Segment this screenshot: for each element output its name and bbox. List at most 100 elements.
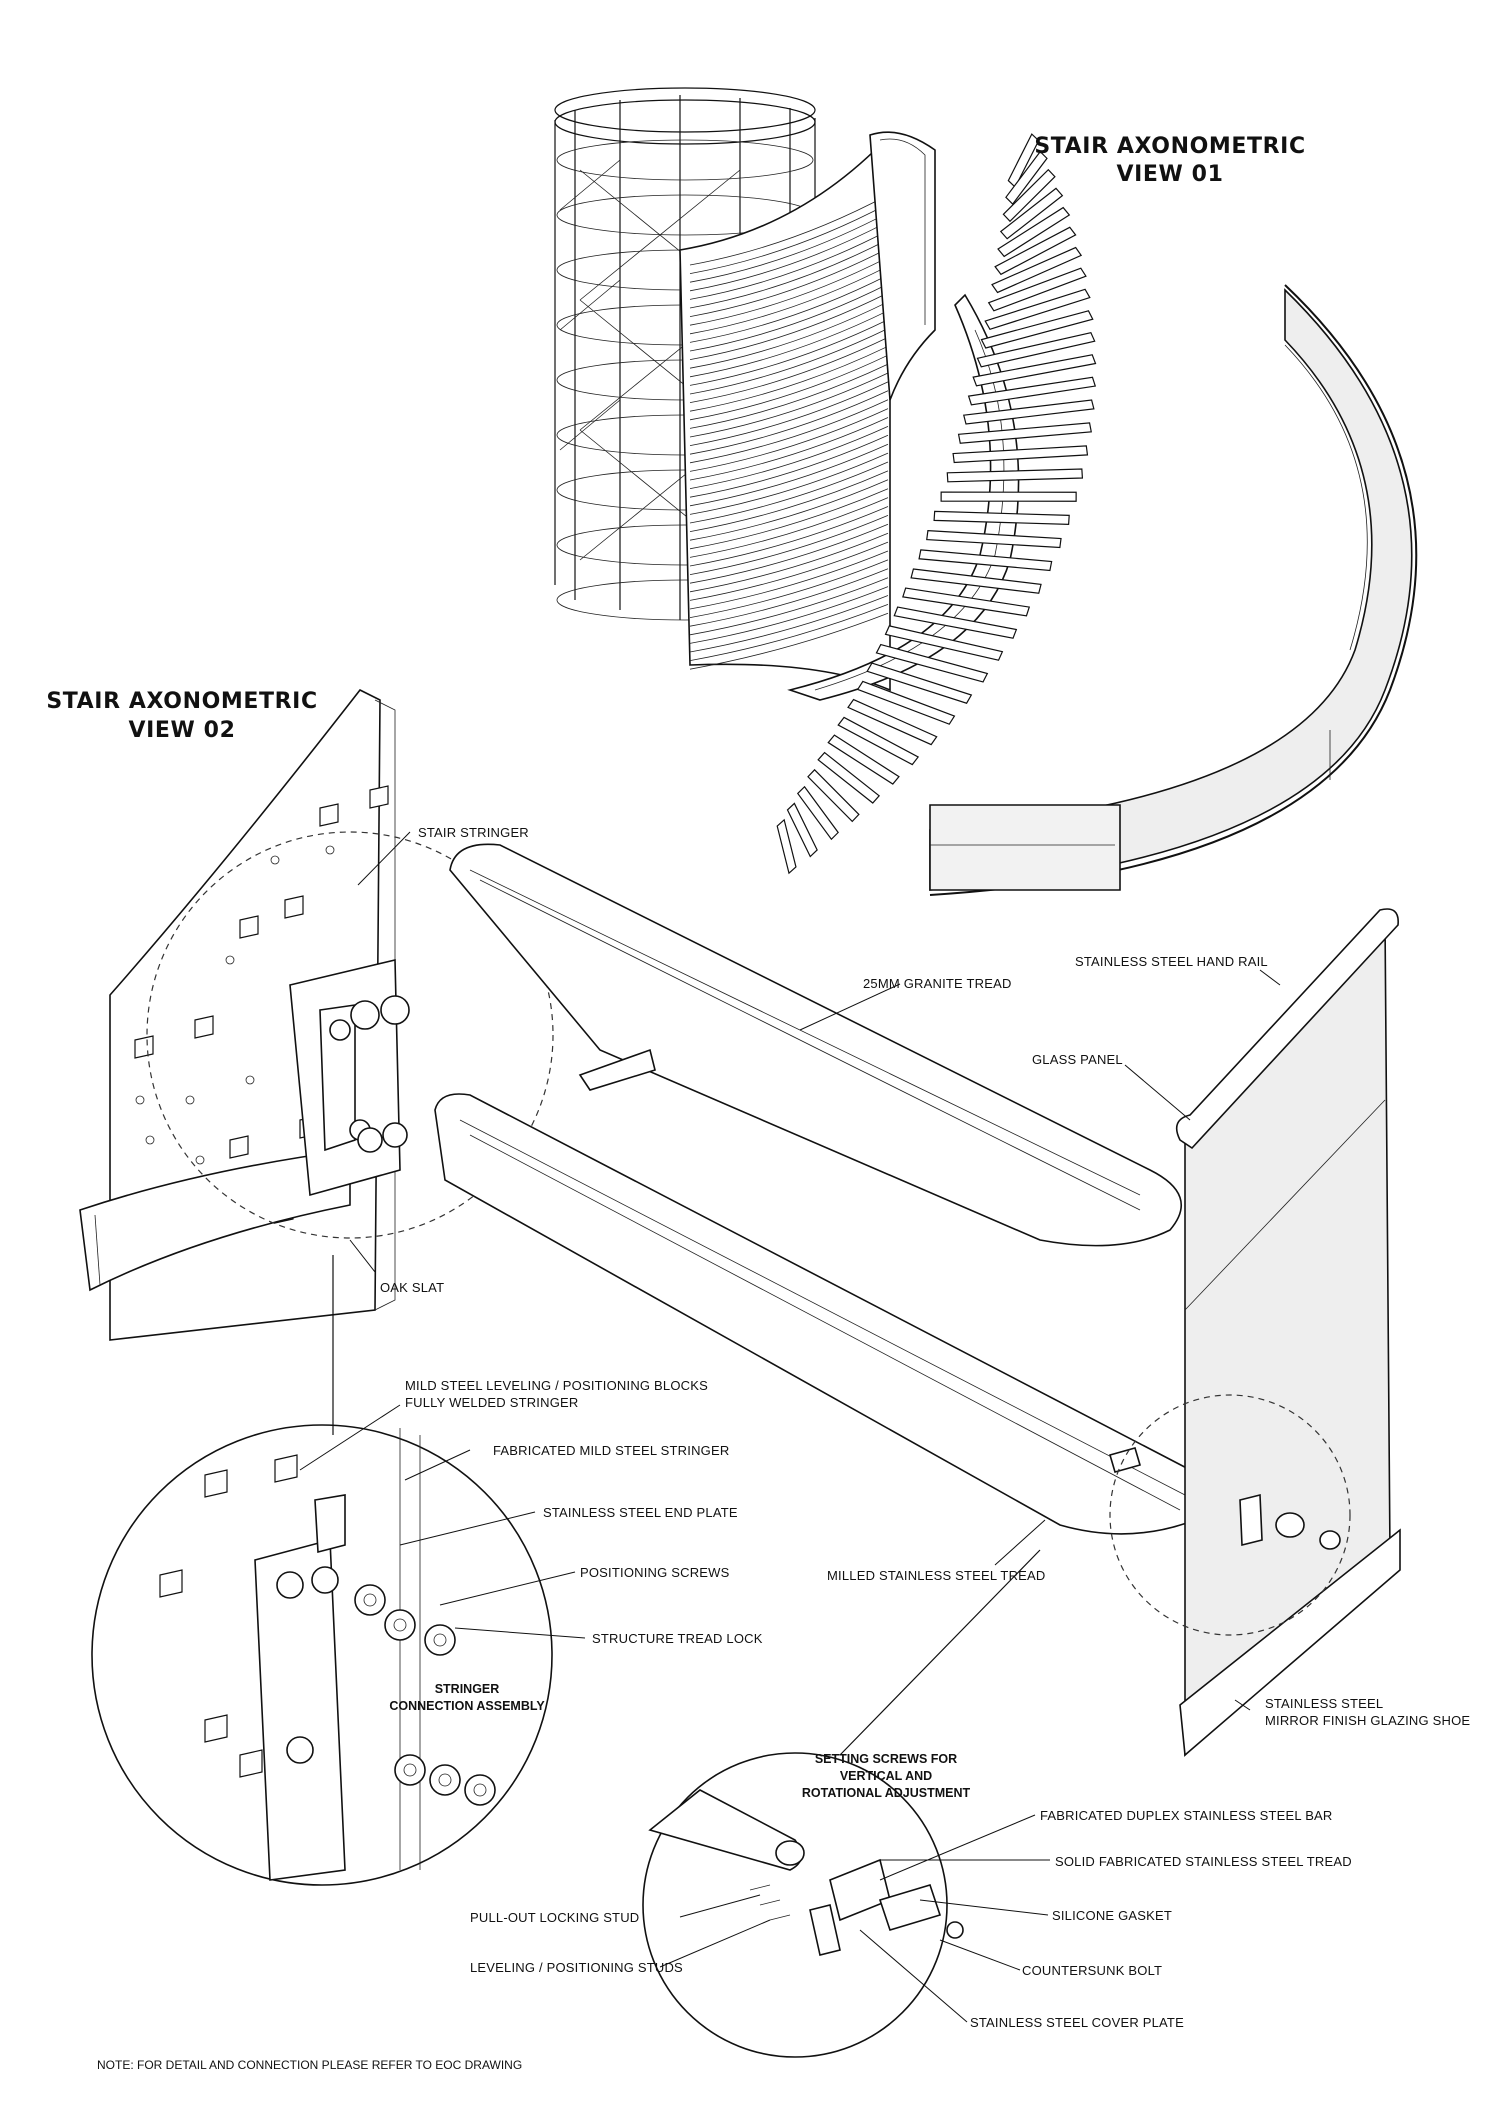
tread-segment xyxy=(994,226,1077,276)
label-stringer-assembly-line1: STRINGER xyxy=(435,1682,500,1696)
tread-segment xyxy=(786,802,818,858)
view01-title-line1: STAIR AXONOMETRIC xyxy=(1034,134,1305,159)
label-granite-tread: 25MM GRANITE TREAD xyxy=(863,976,1012,991)
tread-segment xyxy=(902,587,1031,617)
wall-course xyxy=(689,194,889,266)
wall-course xyxy=(689,256,889,326)
wall-course xyxy=(689,532,889,593)
wall-course xyxy=(689,550,889,610)
label-milled-tread: MILLED STAINLESS STEEL TREAD xyxy=(827,1568,1045,1583)
detail-callout-circle-glazing xyxy=(1109,1394,1351,1636)
wall-course xyxy=(689,541,889,601)
curved-inner-wall xyxy=(679,132,891,692)
bolt-core xyxy=(433,1633,447,1647)
wall-course xyxy=(689,345,889,412)
wall-course xyxy=(689,328,889,395)
bolt-hole xyxy=(135,1095,145,1105)
tread-segment xyxy=(910,568,1042,594)
detail-block xyxy=(239,1749,263,1778)
wall-course xyxy=(689,426,889,489)
glazing-shoe-fixing xyxy=(1239,1493,1341,1550)
detail-callout-circle-stringer xyxy=(146,831,554,1239)
stringer-end-plate xyxy=(289,958,410,1197)
label-solid-tread: SOLID FABRICATED STAINLESS STEEL TREAD xyxy=(1055,1854,1352,1869)
tread-segment xyxy=(972,354,1097,387)
wall-course xyxy=(689,274,889,343)
tread-segment xyxy=(866,662,973,704)
label-leveling-blocks-line1: MILD STEEL LEVELING / POSITIONING BLOCKS xyxy=(405,1378,708,1393)
tread-segment xyxy=(1005,150,1048,205)
tread-segment xyxy=(893,606,1018,639)
wall-course xyxy=(689,452,889,515)
wall-course xyxy=(689,523,889,584)
bolt-head xyxy=(424,1624,456,1656)
bolt-core xyxy=(473,1783,487,1797)
wall-course xyxy=(689,203,889,274)
label-stringer-assembly-line2: CONNECTION ASSEMBLY xyxy=(389,1699,545,1713)
tread-segment xyxy=(796,785,839,841)
label-hand-rail: STAINLESS STEEL HAND RAIL xyxy=(1075,954,1268,969)
bolt-core xyxy=(403,1763,417,1777)
leveling-block xyxy=(284,895,304,919)
detail-block xyxy=(274,1454,298,1483)
tread-segment xyxy=(933,510,1070,525)
tread-segment xyxy=(967,376,1097,406)
label-setting-screws-line3: ROTATIONAL ADJUSTMENT xyxy=(802,1786,971,1800)
wall-course xyxy=(689,434,889,498)
view02-title-line1: STAIR AXONOMETRIC xyxy=(46,689,317,714)
wall-course xyxy=(689,212,889,283)
tread-segment xyxy=(918,549,1053,572)
oak-slat xyxy=(79,1149,351,1292)
tread-segment xyxy=(952,445,1089,464)
tread-segment xyxy=(875,643,989,683)
wall-course xyxy=(689,239,889,309)
wall-course xyxy=(689,559,889,618)
wall-course xyxy=(689,595,889,653)
wall-course xyxy=(689,586,889,644)
leveling-block xyxy=(319,803,339,827)
tread-segment xyxy=(976,331,1096,368)
bolt-hole xyxy=(270,855,280,865)
wall-course xyxy=(689,488,889,550)
label-silicone-gasket: SILICONE GASKET xyxy=(1052,1908,1172,1923)
bolt-core xyxy=(393,1618,407,1632)
tread-segment xyxy=(856,680,956,725)
tread-segment xyxy=(940,491,1077,502)
label-positioning-screws: POSITIONING SCREWS xyxy=(580,1565,730,1580)
leveling-block xyxy=(369,785,389,809)
wall-course xyxy=(689,363,889,429)
label-pull-out-stud: PULL-OUT LOCKING STUD xyxy=(470,1910,639,1925)
wall-course xyxy=(689,443,889,507)
tread-segment xyxy=(962,399,1095,425)
label-countersunk-bolt: COUNTERSUNK BOLT xyxy=(1022,1963,1162,1978)
core-ring xyxy=(556,139,814,181)
glass-balustrade xyxy=(929,284,1418,896)
label-glazing-shoe-line2: MIRROR FINISH GLAZING SHOE xyxy=(1265,1713,1470,1728)
leveling-block xyxy=(134,1035,154,1059)
granite-tread xyxy=(449,843,1182,1247)
tread-segment xyxy=(987,267,1087,312)
wall-course xyxy=(689,568,889,627)
detail-block xyxy=(204,1469,228,1498)
view01-title-line2: VIEW 01 xyxy=(1117,162,1224,187)
wall-course xyxy=(689,381,889,446)
view02-title-line2: VIEW 02 xyxy=(129,718,236,743)
tread-segment xyxy=(847,698,938,746)
label-stair-stringer: STAIR STRINGER xyxy=(418,825,529,840)
stringer-connection-detail xyxy=(91,1424,553,1886)
bolt-head xyxy=(384,1609,416,1641)
label-duplex-bar: FABRICATED DUPLEX STAINLESS STEEL BAR xyxy=(1040,1808,1333,1823)
tread-segment xyxy=(1002,168,1056,223)
tread-segment xyxy=(991,246,1083,294)
wall-course xyxy=(689,372,889,438)
leveling-block xyxy=(194,1015,214,1039)
wall-course xyxy=(689,470,889,532)
wall-course xyxy=(689,408,889,472)
tread-segment xyxy=(1007,133,1040,189)
leveling-block xyxy=(229,1135,249,1159)
curved-outer-panel xyxy=(869,131,936,401)
tread-segment xyxy=(980,310,1094,349)
wall-course xyxy=(689,461,889,524)
wall-course xyxy=(689,310,889,378)
tread-segment xyxy=(884,625,1004,661)
